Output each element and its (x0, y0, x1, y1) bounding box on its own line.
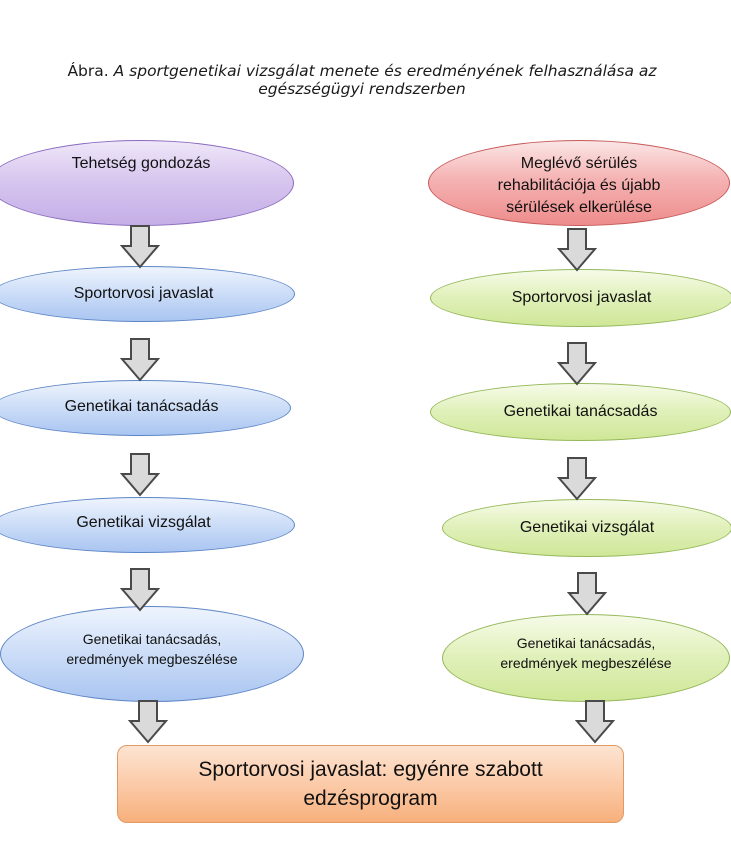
down-arrow-icon (120, 568, 160, 612)
left-final-discussion-node: Genetikai tanácsadás, eredmények megbesz… (0, 606, 304, 702)
right-final-discussion-line-2: eredmények megbeszélése (500, 655, 672, 671)
right-start-line-3: sérülések elkerülése (506, 199, 652, 216)
left-step-label-1: Sportorvosi javaslat (73, 285, 214, 302)
caption-title-line-1: A sportgenetikai vizsgálat menete és ere… (113, 62, 657, 80)
right-step-node-3: Genetikai vizsgálat (442, 499, 731, 557)
figure-caption: Ábra. A sportgenetikai vizsgálat menete … (0, 62, 731, 98)
right-final-discussion-node: Genetikai tanácsadás, eredmények megbesz… (442, 614, 730, 702)
down-arrow-icon (575, 700, 615, 744)
right-start-line-1: Meglévő sérülés (520, 155, 638, 172)
left-step-node-3: Genetikai vizsgálat (0, 497, 295, 553)
caption-title-line-2: egészségügyi rendszerben (258, 80, 466, 98)
down-arrow-icon (120, 453, 160, 497)
left-final-discussion-line-1: Genetikai tanácsadás, (82, 631, 222, 647)
left-start-node: Tehetség gondozás (0, 140, 294, 226)
down-arrow-icon (567, 572, 607, 616)
left-start-label: Tehetség gondozás (71, 155, 211, 172)
final-recommendation-line-1: Sportorvosi javaslat: egyénre szabott (198, 758, 543, 781)
right-step-label-2: Genetikai tanácsadás (503, 403, 658, 420)
right-start-line-2: rehabilitációja és újabb (497, 177, 661, 194)
down-arrow-icon (128, 700, 168, 744)
down-arrow-icon (120, 338, 160, 382)
left-final-discussion-line-2: eredmények megbeszélése (66, 651, 238, 667)
caption-lead: Ábra. (67, 62, 109, 80)
left-step-label-3: Genetikai vizsgálat (76, 514, 211, 531)
right-step-node-1: Sportorvosi javaslat (430, 269, 731, 327)
left-step-node-1: Sportorvosi javaslat (0, 266, 295, 322)
down-arrow-icon (120, 225, 160, 269)
right-step-node-2: Genetikai tanácsadás (430, 383, 731, 441)
final-recommendation-line-2: edzésprogram (303, 787, 438, 810)
down-arrow-icon (557, 457, 597, 501)
right-step-label-3: Genetikai vizsgálat (519, 519, 655, 536)
down-arrow-icon (557, 228, 597, 272)
left-step-label-2: Genetikai tanácsadás (64, 398, 219, 415)
down-arrow-icon (557, 342, 597, 386)
caption-line-1: Ábra. A sportgenetikai vizsgálat menete … (0, 62, 731, 80)
final-recommendation-box: Sportorvosi javaslat: egyénre szabott ed… (117, 745, 624, 823)
right-start-node: Meglévő sérülés rehabilitációja és újabb… (428, 140, 730, 226)
left-step-node-2: Genetikai tanácsadás (0, 380, 291, 436)
right-final-discussion-line-1: Genetikai tanácsadás, (516, 635, 656, 651)
right-step-label-1: Sportorvosi javaslat (511, 289, 652, 306)
